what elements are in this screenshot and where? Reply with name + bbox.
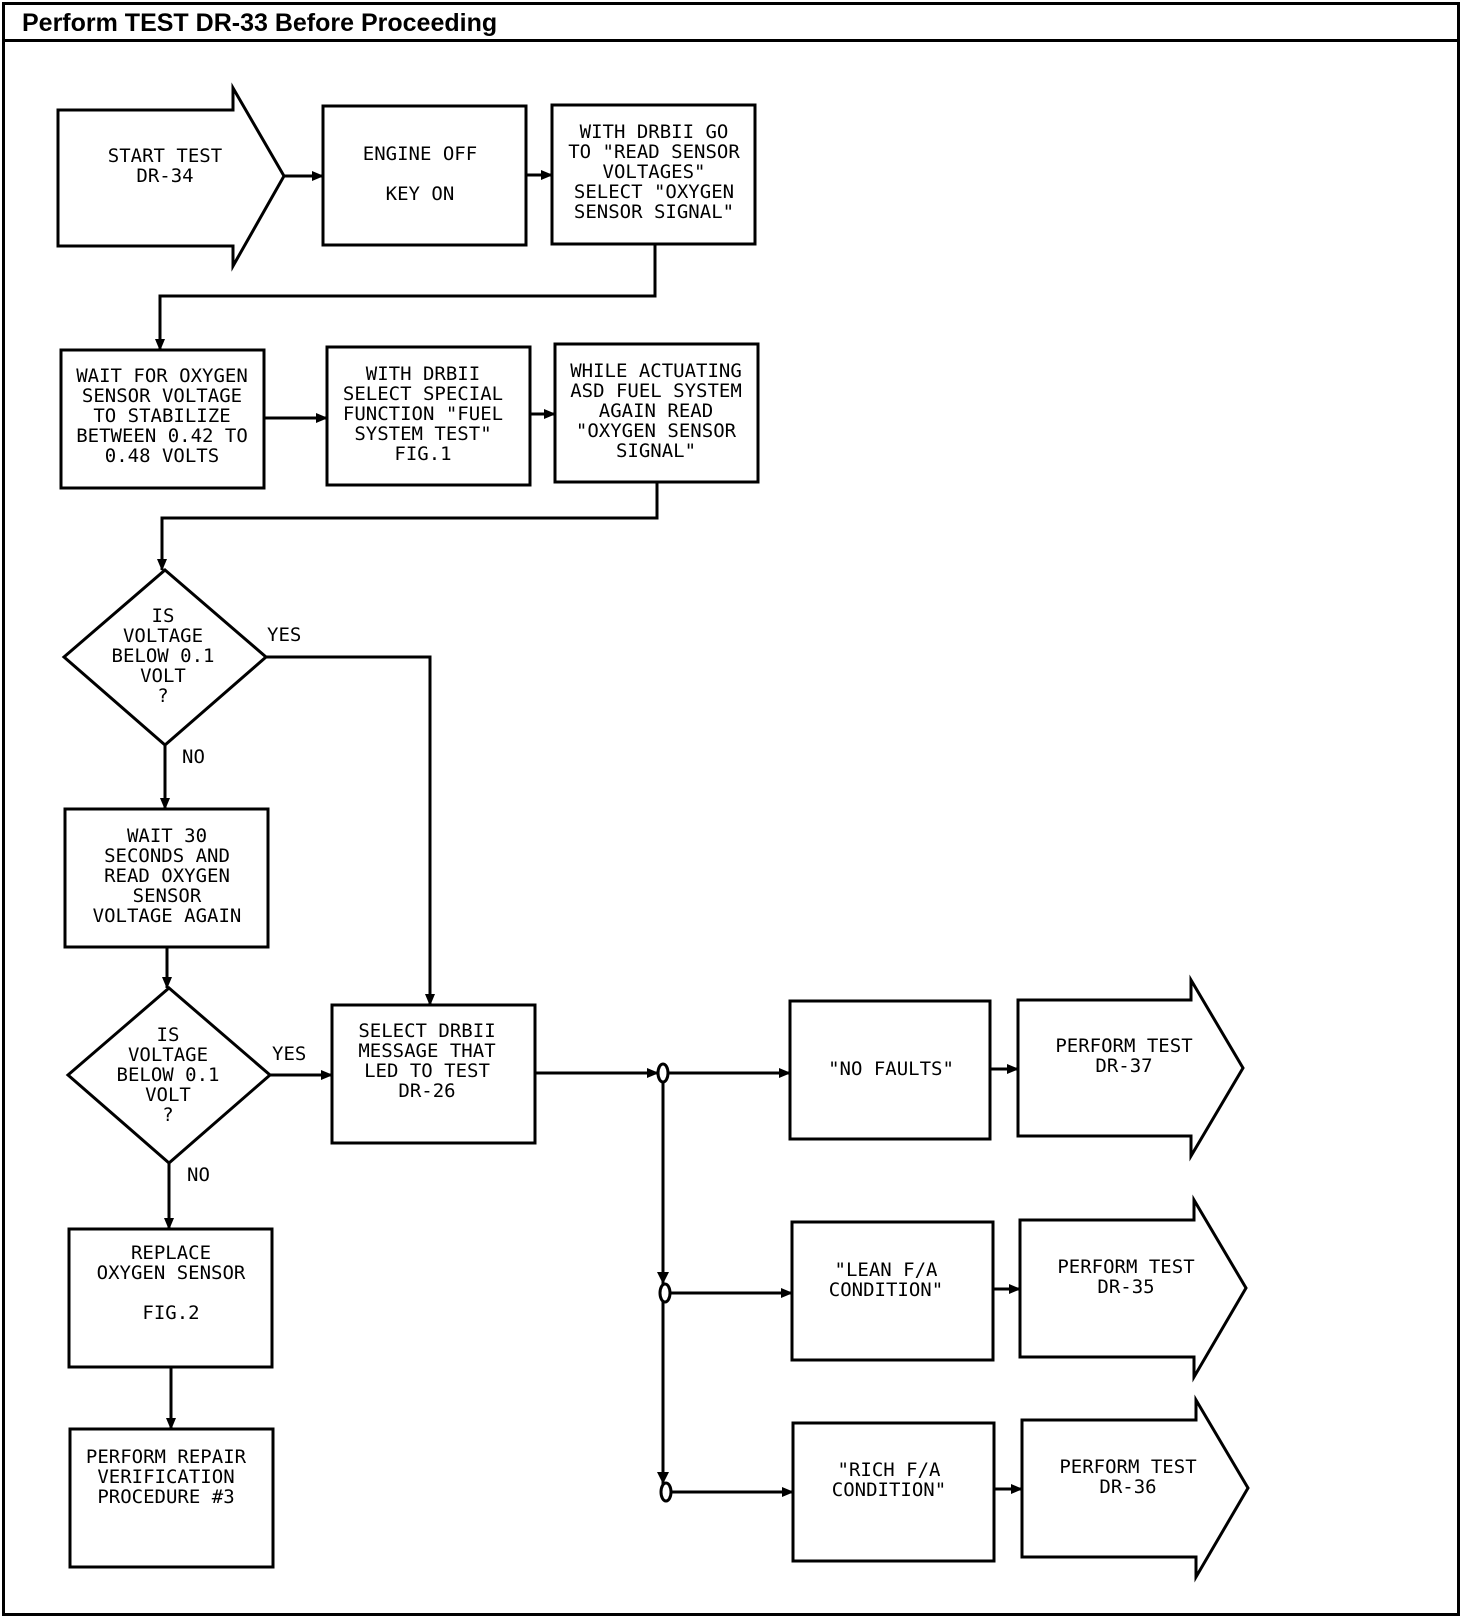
decision1-line: VOLT [140, 665, 186, 687]
connector-read-to-wait [155, 244, 657, 351]
special-function-line: FUNCTION "FUEL [343, 403, 503, 425]
junction-node-2 [658, 1282, 672, 1304]
actuating-asd-line: "OXYGEN SENSOR [576, 420, 737, 442]
junction-node-3 [659, 1481, 673, 1503]
special-function-line: SELECT SPECIAL [343, 383, 503, 405]
wait-oxygen-line: BETWEEN 0.42 TO [76, 425, 248, 447]
test37-line: PERFORM TEST [1055, 1035, 1192, 1057]
lean-line: CONDITION" [829, 1279, 943, 1301]
decision1-line: ? [157, 685, 168, 707]
read-sensor-line: SENSOR SIGNAL" [574, 201, 734, 223]
junction-node-1 [656, 1062, 670, 1084]
connector-decision1-yes [266, 655, 435, 1006]
rich-line: CONDITION" [832, 1479, 946, 1501]
replace-sensor-line: REPLACE [131, 1242, 211, 1264]
decision2-line: IS [157, 1024, 180, 1046]
test36-line: DR-36 [1099, 1476, 1156, 1498]
special-function-line: WITH DRBII [366, 363, 480, 385]
wait-oxygen-line: 0.48 VOLTS [105, 445, 219, 467]
decision2-yes-label: YES [272, 1043, 306, 1065]
start-arrow-shape [56, 82, 286, 272]
test35-arrow-shape [1018, 1194, 1248, 1383]
special-function-line: SYSTEM TEST" [354, 423, 491, 445]
branch-arrowhead-rich [657, 1472, 669, 1484]
actuating-asd-line: AGAIN READ [599, 400, 713, 422]
test35-line: PERFORM TEST [1057, 1256, 1194, 1278]
page-title: Perform TEST DR-33 Before Proceeding [22, 9, 498, 37]
select-message-line: LED TO TEST [364, 1060, 490, 1082]
engine-off-line: ENGINE OFF [363, 143, 477, 165]
replace-sensor-line: FIG.2 [142, 1302, 199, 1324]
test36-arrow-shape [1020, 1394, 1250, 1583]
test35-line: DR-35 [1097, 1276, 1154, 1298]
select-message-line: DR-26 [398, 1080, 455, 1102]
repair-verification-line: PROCEDURE #3 [97, 1486, 234, 1508]
wait30-line: READ OXYGEN [104, 865, 230, 887]
wait30-line: VOLTAGE AGAIN [93, 905, 242, 927]
test37-line: DR-37 [1095, 1055, 1152, 1077]
no-faults-line: "NO FAULTS" [828, 1058, 954, 1080]
select-message-line: MESSAGE THAT [358, 1040, 495, 1062]
decision1-line: IS [152, 605, 175, 627]
rich-line: "RICH F/A [838, 1459, 942, 1481]
read-sensor-line: VOLTAGES" [603, 161, 706, 183]
special-function-line: FIG.1 [394, 443, 451, 465]
decision1-no-label: NO [182, 746, 205, 768]
replace-sensor-line: OXYGEN SENSOR [97, 1262, 246, 1284]
decision2-line: BELOW 0.1 [117, 1064, 220, 1086]
decision1-yes-label: YES [267, 624, 301, 646]
wait30-line: SENSOR [133, 885, 202, 907]
no-faults-text: "NO FAULTS" [828, 1058, 954, 1080]
read-sensor-line: TO "READ SENSOR [568, 141, 740, 163]
wait30-line: WAIT 30 [127, 825, 207, 847]
wait-oxygen-line: SENSOR VOLTAGE [82, 385, 242, 407]
decision2-line: ? [162, 1104, 173, 1126]
connector-actuating-to-decision1 [157, 482, 659, 571]
engine-off-line: KEY ON [386, 183, 455, 205]
test37-arrow-shape [1016, 974, 1245, 1162]
start-line: DR-34 [136, 165, 193, 187]
engine-off-box [321, 104, 528, 247]
test36-line: PERFORM TEST [1059, 1456, 1196, 1478]
repair-verification-line: VERIFICATION [97, 1466, 234, 1488]
actuating-asd-line: WHILE ACTUATING [570, 360, 742, 382]
decision2-no-label: NO [187, 1164, 210, 1186]
repair-verification-line: PERFORM REPAIR [86, 1446, 247, 1468]
read-sensor-line: WITH DRBII GO [580, 121, 729, 143]
decision1-line: BELOW 0.1 [112, 645, 215, 667]
select-message-line: SELECT DRBII [358, 1020, 495, 1042]
actuating-asd-line: ASD FUEL SYSTEM [570, 380, 742, 402]
wait-oxygen-line: TO STABILIZE [93, 405, 230, 427]
engine-off-text: ENGINE OFF KEY ON [363, 143, 477, 205]
lean-line: "LEAN F/A [835, 1259, 939, 1281]
decision1-line: VOLTAGE [123, 625, 203, 647]
start-line: START TEST [108, 145, 222, 167]
header-bar: Perform TEST DR-33 Before Proceeding [2, 2, 1460, 42]
decision2-line: VOLTAGE [128, 1044, 208, 1066]
decision2-line: VOLT [145, 1084, 191, 1106]
actuating-asd-line: SIGNAL" [616, 440, 696, 462]
wait30-line: SECONDS AND [104, 845, 230, 867]
branch-arrowhead-lean [657, 1272, 669, 1284]
read-sensor-line: SELECT "OXYGEN [574, 181, 734, 203]
wait-oxygen-line: WAIT FOR OXYGEN [76, 365, 248, 387]
